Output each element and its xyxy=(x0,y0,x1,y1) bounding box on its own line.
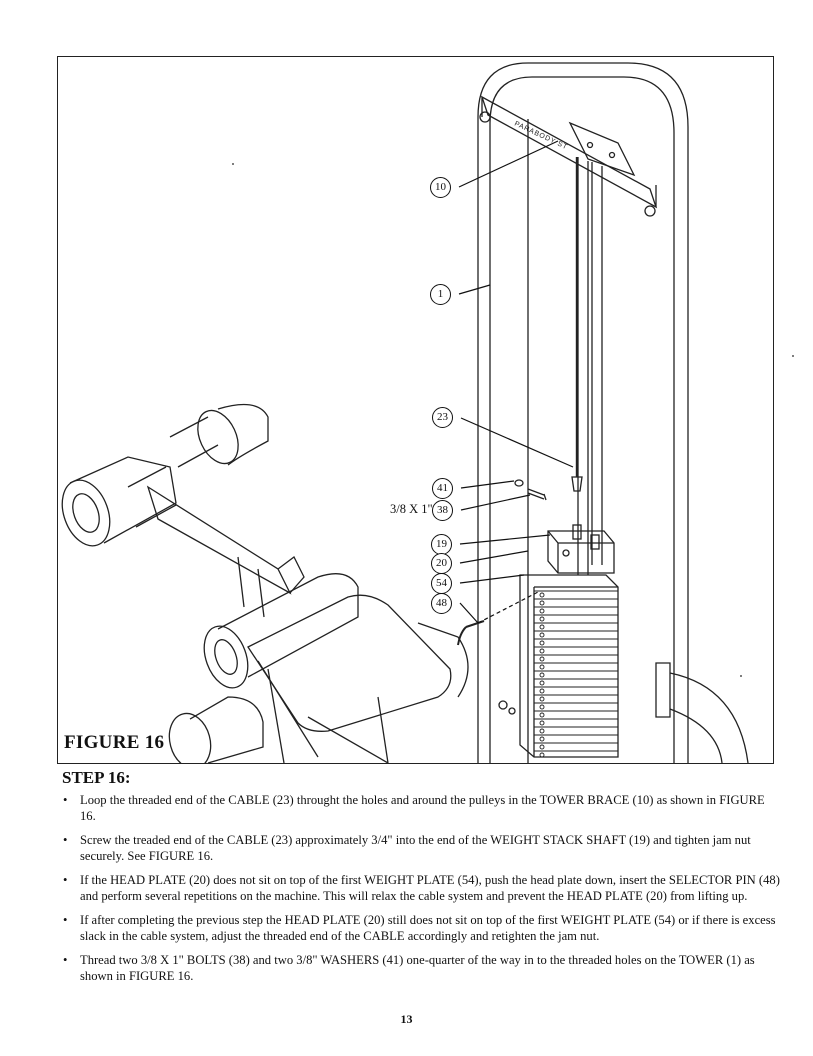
figure-16: PARABODY ST 10 1 23 41 3/8 X 1" 38 19 20… xyxy=(57,56,774,764)
plate-hole xyxy=(539,664,545,670)
callout-54: 54 xyxy=(431,573,452,594)
plate-hole xyxy=(539,656,545,662)
instruction-text: If after completing the previous step th… xyxy=(80,913,776,943)
plate-hole xyxy=(539,752,545,758)
plate-hole xyxy=(539,736,545,742)
plate-hole xyxy=(539,680,545,686)
step-instructions: • Loop the threaded end of the CABLE (23)… xyxy=(58,793,783,993)
callout-38: 38 xyxy=(432,500,453,521)
plate-hole xyxy=(539,720,545,726)
instruction-item: • Thread two 3/8 X 1" BOLTS (38) and two … xyxy=(58,953,783,984)
plate-hole xyxy=(539,640,545,646)
scan-speck xyxy=(740,675,742,677)
instruction-text: Loop the threaded end of the CABLE (23) … xyxy=(80,793,765,823)
figure-caption: FIGURE 16 xyxy=(64,732,169,754)
plate-hole xyxy=(539,632,545,638)
tower-brace-label: PARABODY ST xyxy=(513,120,568,151)
plate-hole xyxy=(539,616,545,622)
plate-hole xyxy=(539,688,545,694)
bullet: • xyxy=(63,873,68,887)
instruction-text: Thread two 3/8 X 1" BOLTS (38) and two 3… xyxy=(80,953,755,983)
bullet: • xyxy=(63,913,68,927)
plate-hole xyxy=(539,744,545,750)
plate-hole xyxy=(539,712,545,718)
instruction-text: If the HEAD PLATE (20) does not sit on t… xyxy=(80,873,780,903)
callout-48: 48 xyxy=(431,593,452,614)
plate-hole xyxy=(539,728,545,734)
callout-23: 23 xyxy=(432,407,453,428)
instruction-item: • Screw the treaded end of the CABLE (23)… xyxy=(58,833,783,864)
plate-hole xyxy=(539,608,545,614)
plate-hole xyxy=(539,600,545,606)
weight-stack xyxy=(534,590,618,758)
step-heading: STEP 16: xyxy=(62,768,131,787)
plate-hole xyxy=(539,592,545,598)
callout-41: 41 xyxy=(432,478,453,499)
callout-20: 20 xyxy=(431,553,452,574)
plate-hole xyxy=(539,624,545,630)
plate-hole xyxy=(539,672,545,678)
scan-speck xyxy=(232,163,234,165)
instruction-item: • If the HEAD PLATE (20) does not sit on … xyxy=(58,873,783,904)
bullet: • xyxy=(63,833,68,847)
instruction-item: • Loop the threaded end of the CABLE (23)… xyxy=(58,793,783,824)
scan-speck xyxy=(792,355,794,357)
callout-19: 19 xyxy=(431,534,452,555)
plate-hole xyxy=(539,704,545,710)
instruction-text: Screw the treaded end of the CABLE (23) … xyxy=(80,833,751,863)
instruction-item: • If after completing the previous step t… xyxy=(58,913,783,944)
bolt-size-label: 3/8 X 1" xyxy=(390,502,433,516)
callout-1: 1 xyxy=(430,284,451,305)
machine-illustration: PARABODY ST xyxy=(61,62,749,763)
callout-10: 10 xyxy=(430,177,451,198)
bullet: • xyxy=(63,953,68,967)
plate-hole xyxy=(539,696,545,702)
bullet: • xyxy=(63,793,68,807)
page-number: 13 xyxy=(400,1012,413,1026)
plate-hole xyxy=(539,648,545,654)
